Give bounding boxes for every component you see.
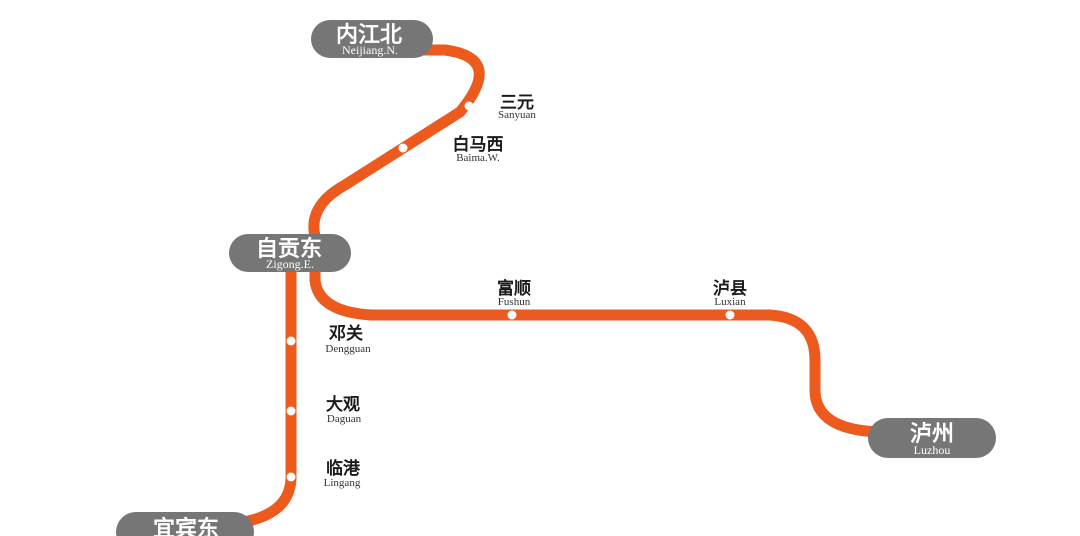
station-name-en: Daguan [327,413,362,425]
station-label-dengguan[interactable]: 邓关 Dengguan [325,323,371,355]
station-name-cn: 泸州 [910,421,954,447]
station-name-en: Baima.W. [456,152,500,164]
station-name-en: Neijiang.N. [342,43,398,57]
station-pill [868,418,996,458]
station-name-cn: 宜宾东 [153,516,219,536]
station-label-luxian[interactable]: 泸县 Luxian [713,279,747,308]
minor-station-dots [286,101,735,482]
station-name-en: Dengguan [325,343,371,355]
major-stations: 内江北 Neijiang.N. 自贡东 Zigong.E. 宜宾东 泸州 Luz… [116,20,996,536]
station-name-cn: 邓关 [329,323,363,344]
station-dot-daguan[interactable] [286,406,296,416]
station-label-sanyuan[interactable]: 三元 Sanyuan [498,93,536,121]
station-name-en: Luxian [714,296,746,308]
station-name-cn: 临港 [326,458,361,479]
station-name-cn: 白马西 [453,134,504,155]
station-label-lingang[interactable]: 临港 Lingang [324,458,361,489]
station-label-baima-w[interactable]: 白马西 Baima.W. [453,134,504,164]
station-name-cn: 三元 [500,93,534,113]
line-segment-zigong-yibin [224,252,297,530]
station-name-cn: 泸县 [713,279,747,299]
major-station-neijiang-n[interactable]: 内江北 Neijiang.N. [311,20,433,58]
station-pill [311,20,433,58]
station-name-cn: 富顺 [497,278,531,299]
station-name-cn: 大观 [326,394,360,415]
station-dot-luxian[interactable] [725,310,735,320]
station-dot-baima-w[interactable] [398,143,408,153]
line-segment-zigong-luzhou [309,252,886,438]
station-label-fushun[interactable]: 富顺 Fushun [497,278,531,308]
station-pill [116,512,254,536]
line-segment-neijiang-zigong [308,44,485,256]
station-name-cn: 自贡东 [256,236,322,262]
station-dot-fushun[interactable] [507,310,517,320]
station-name-en: Lingang [324,477,361,489]
station-name-en: Luzhou [914,443,951,457]
station-name-en: Zigong.E. [266,257,314,271]
major-station-zigong-e[interactable]: 自贡东 Zigong.E. [229,234,351,272]
station-label-daguan[interactable]: 大观 Daguan [326,394,362,425]
station-name-en: Sanyuan [498,109,536,121]
major-station-yibin-e[interactable]: 宜宾东 [116,512,254,536]
station-dot-lingang[interactable] [286,472,296,482]
station-name-cn: 内江北 [336,22,402,48]
rail-line [224,44,886,530]
station-pill [229,234,351,272]
station-dot-dengguan[interactable] [286,336,296,346]
station-name-en: Fushun [498,296,531,308]
major-station-luzhou[interactable]: 泸州 Luzhou [868,418,996,458]
station-dot-sanyuan[interactable] [464,101,474,111]
minor-station-labels: 三元 Sanyuan 白马西 Baima.W. 富顺 Fushun 泸县 Lux… [324,93,747,489]
